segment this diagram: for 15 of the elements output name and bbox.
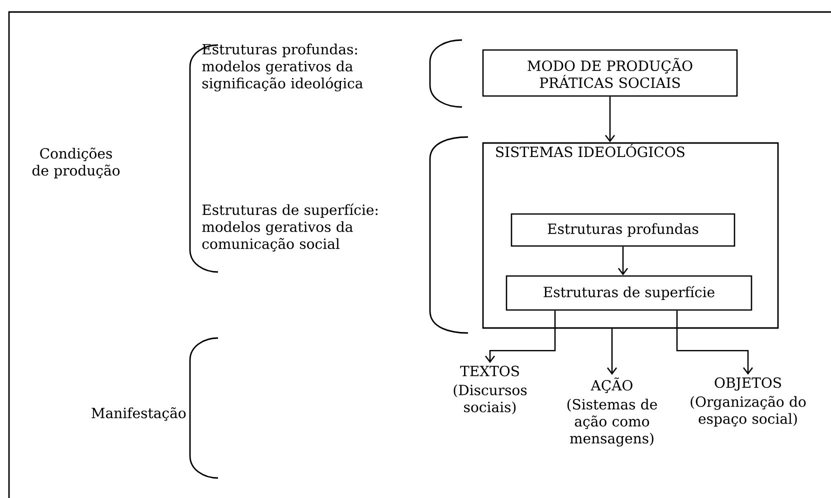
arrow (618, 246, 628, 276)
output-text: OBJETOS (Organização do espaço social) (690, 377, 806, 427)
process-box: Estruturas de superfície (506, 275, 752, 311)
arrow (676, 310, 754, 375)
process-box: Estruturas profundas (510, 213, 736, 247)
label-text: Estruturas profundas: modelos gerativos da significação ideológica (202, 44, 363, 92)
output-text: TEXTOS (Discursos sociais) (454, 366, 527, 414)
arrow (484, 310, 556, 364)
label-text: Condições de produção (32, 148, 120, 178)
arrow (604, 96, 616, 142)
label-text: Manifestação (92, 407, 186, 421)
arrow (606, 328, 618, 375)
label-text: Estruturas de superfície: modelos gerativos da comunicação social (202, 204, 378, 252)
output-text: AÇÃO (Sistemas de ação como mensagens) (567, 377, 657, 446)
process-box: MODO DE PRODUÇÃO PRÁTICAS SOCIAIS (482, 49, 738, 97)
